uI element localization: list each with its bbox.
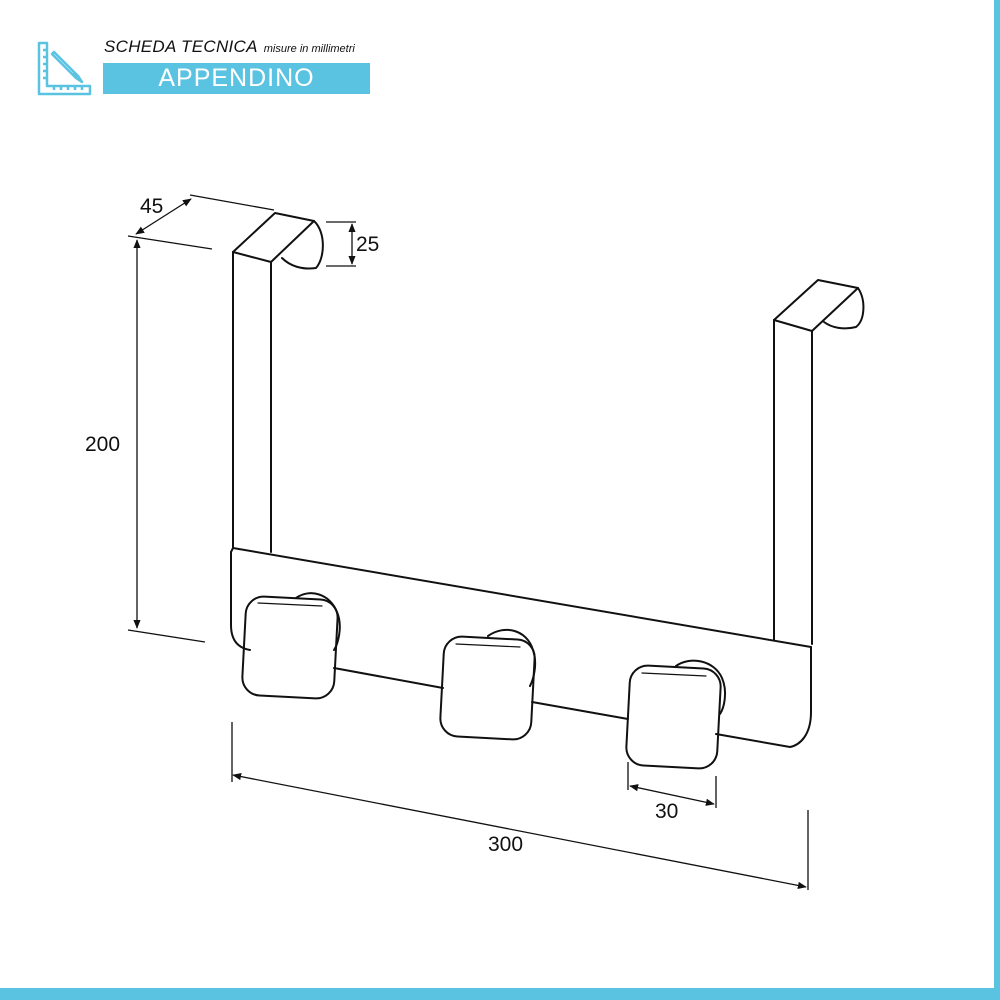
- hook-knob-1: [241, 592, 341, 700]
- ruler-pencil-icon: [37, 41, 92, 96]
- frame-border-right: [994, 0, 1000, 1000]
- units-note: misure in millimetri: [263, 43, 355, 55]
- dim-height-label: 200: [85, 433, 120, 456]
- product-name: APPENDINO: [158, 64, 315, 92]
- product-banner: APPENDINO: [103, 63, 370, 94]
- dim-depth-label: 45: [140, 195, 163, 218]
- dimension-lines: [127, 194, 809, 890]
- right-bracket: [773, 279, 865, 645]
- left-bracket: [232, 212, 324, 553]
- header-title: SCHEDA TECNICA misure in millimetri: [104, 37, 355, 59]
- horizontal-bar: [230, 547, 812, 748]
- dim-knob-width-label: 30: [655, 800, 678, 823]
- hook-knob-3: [625, 659, 727, 770]
- dim-hook-height-label: 25: [356, 233, 379, 256]
- hanger-drawing: [230, 212, 865, 770]
- frame-border-bottom: [0, 988, 1000, 1000]
- sheet-title: SCHEDA TECNICA: [104, 37, 258, 56]
- dim-width-label: 300: [488, 833, 523, 856]
- hook-knob-2: [439, 628, 537, 741]
